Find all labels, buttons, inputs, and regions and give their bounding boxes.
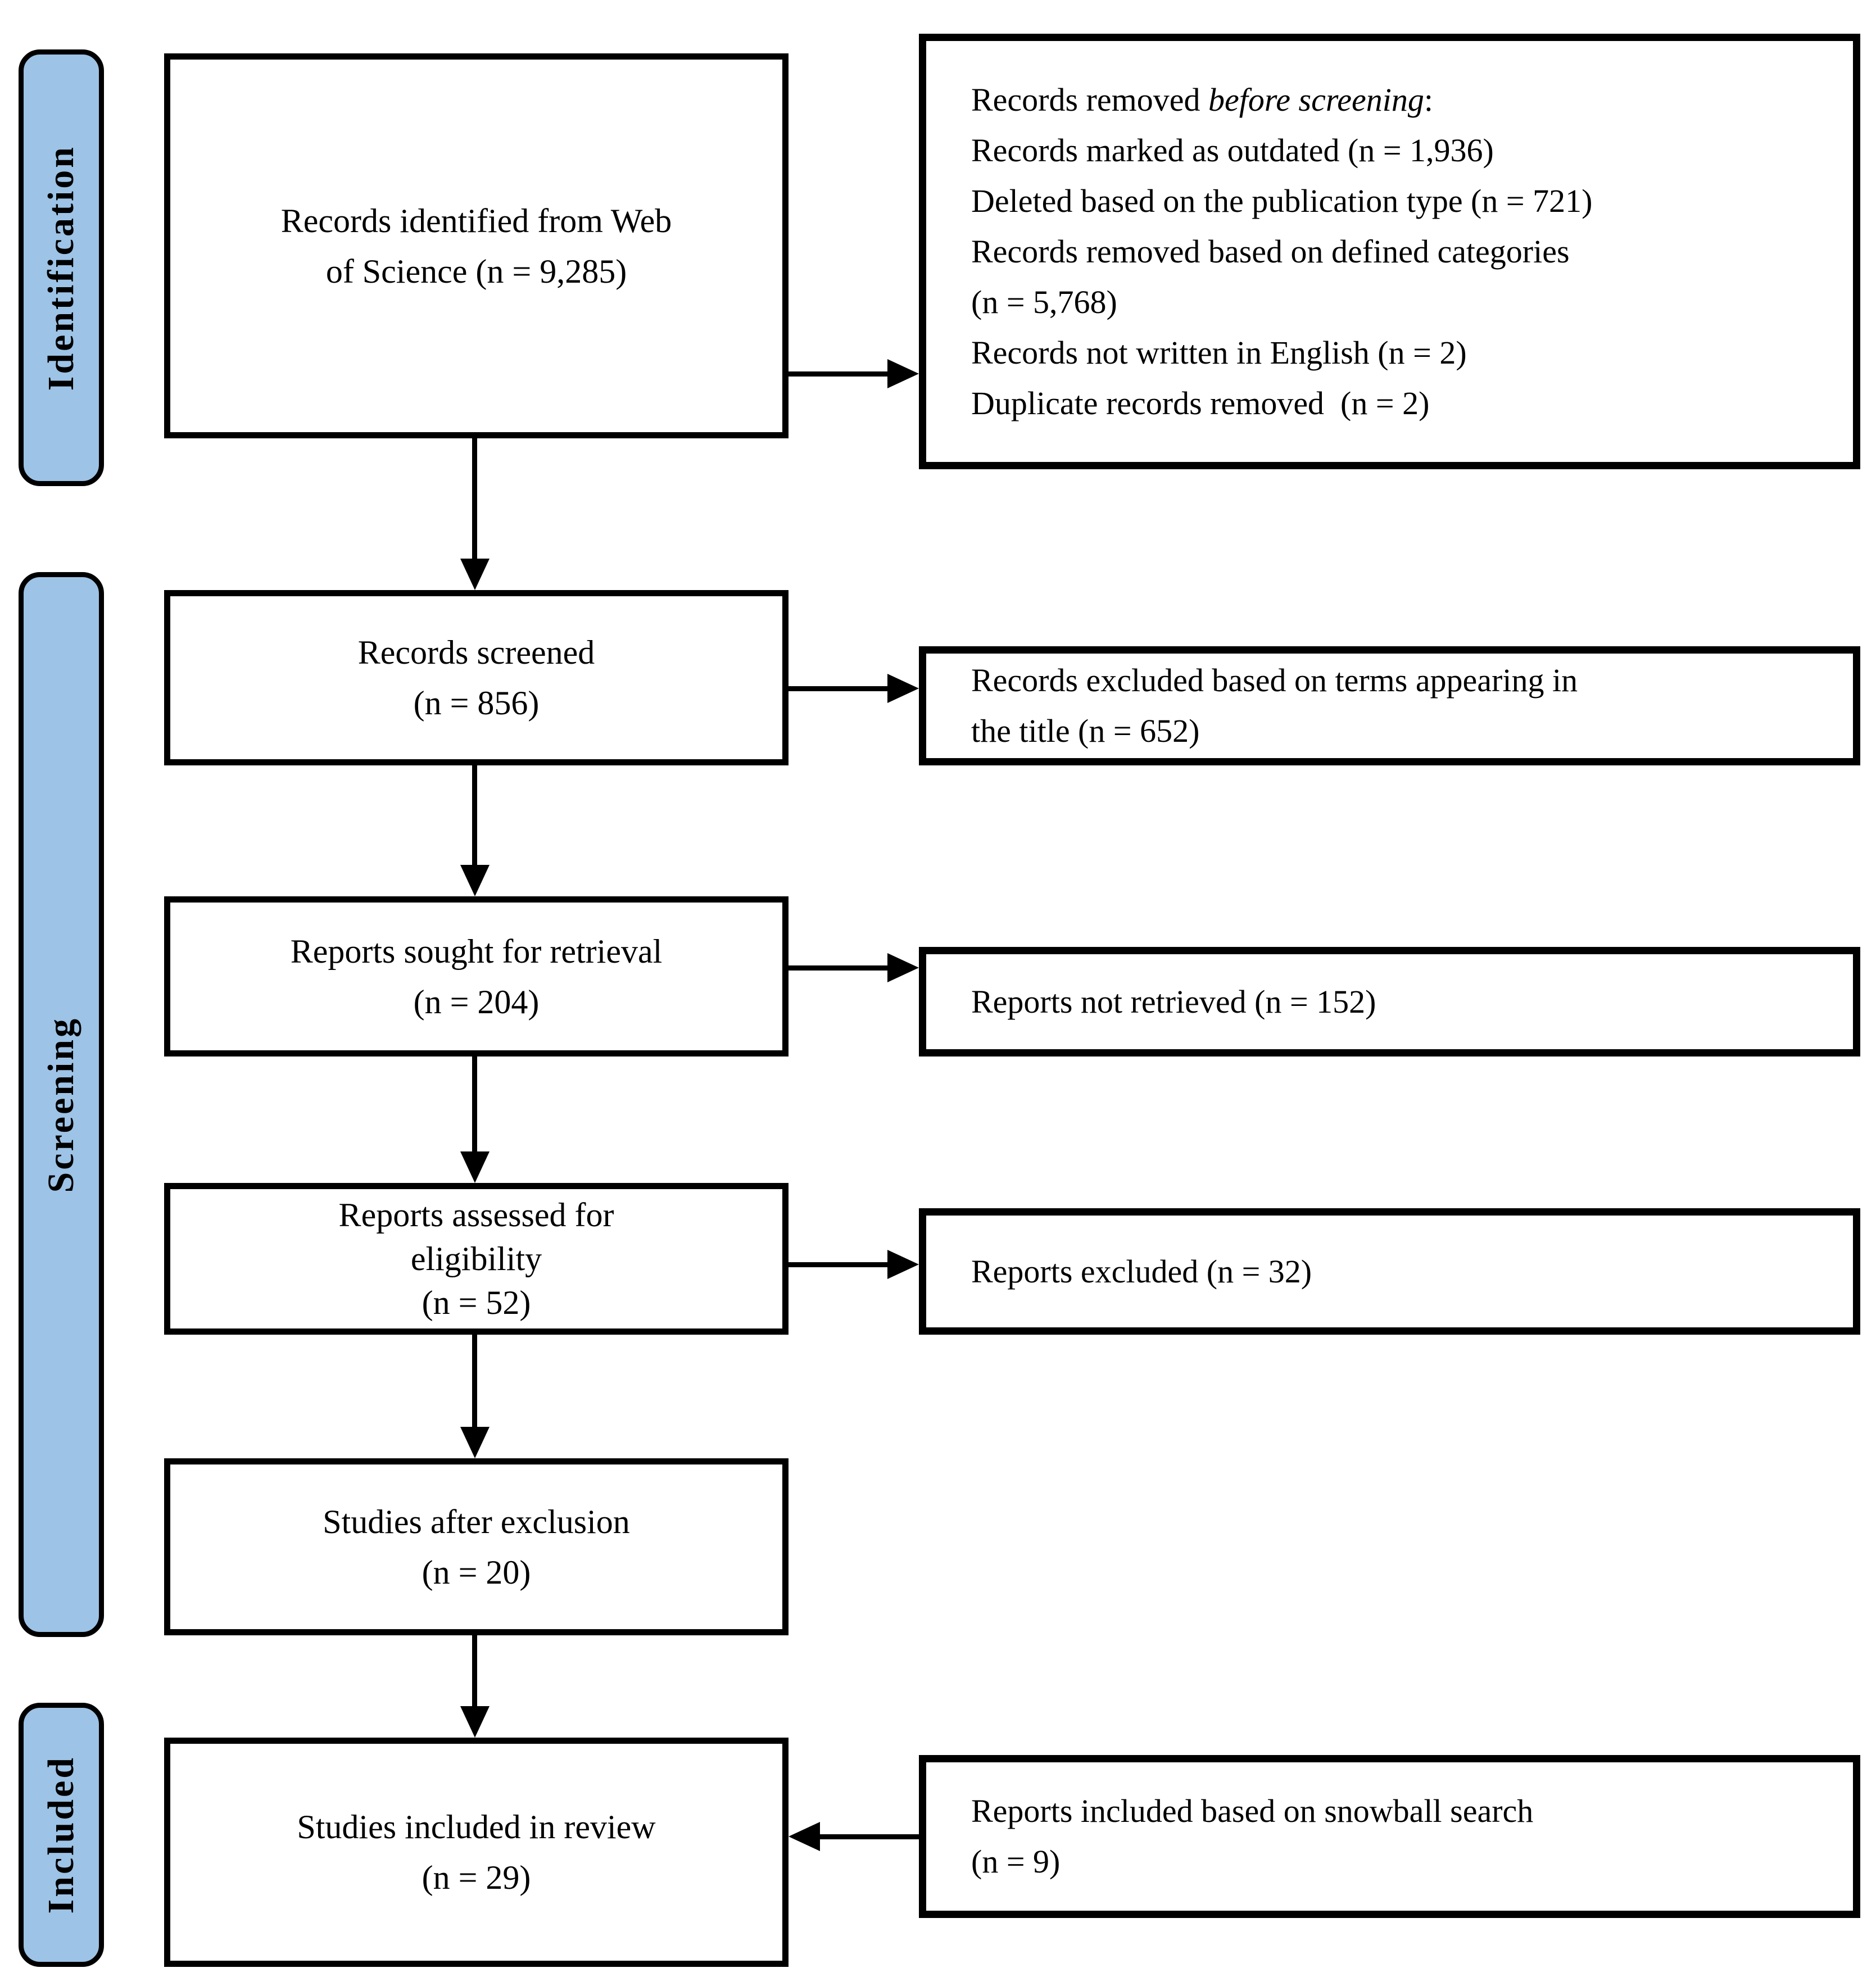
arrow-head-down-icon	[460, 1706, 490, 1738]
arrow-head-right-icon	[887, 359, 919, 388]
arrow-line	[472, 765, 477, 865]
side-box-records-excluded-title: Records excluded based on terms appearin…	[919, 646, 1860, 765]
box-text-line: Records screened	[357, 634, 595, 671]
arrow-head-right-icon	[887, 953, 919, 982]
box-text-line: Records identified from Web	[280, 202, 672, 239]
box-text-line: Studies after exclusion	[323, 1503, 630, 1540]
side-box-text: Records removed	[971, 81, 1208, 118]
stage-bar-screening: Screening	[19, 572, 104, 1637]
box-text-line: (n = 29)	[422, 1859, 531, 1896]
side-box-line: Records marked as outdated (n = 1,936)	[971, 132, 1494, 169]
box-text-line: (n = 20)	[422, 1553, 531, 1591]
arrow-line	[472, 1635, 477, 1706]
side-box-line: (n = 9)	[971, 1843, 1061, 1880]
side-box-reports-not-retrieved: Reports not retrieved (n = 152)	[919, 947, 1860, 1056]
arrow-head-right-icon	[887, 1250, 919, 1279]
arrow-head-right-icon	[887, 674, 919, 703]
box-reports-sought: Reports sought for retrieval (n = 204)	[164, 896, 789, 1056]
side-box-line: Records excluded based on terms appearin…	[971, 662, 1578, 699]
box-text-line: (n = 204)	[413, 983, 540, 1021]
stage-bar-included: Included	[19, 1703, 104, 1967]
stage-label-included: Included	[40, 1756, 81, 1914]
stage-label-identification: Identification	[40, 144, 81, 391]
arrow-line	[472, 1056, 477, 1151]
side-box-reports-excluded: Reports excluded (n = 32)	[919, 1208, 1860, 1335]
box-records-identified: Records identified from Web of Science (…	[164, 53, 789, 438]
box-text-line: Studies included in review	[297, 1808, 656, 1845]
side-box-line: Duplicate records removed (n = 2)	[971, 384, 1430, 421]
side-box-line: Reports included based on snowball searc…	[971, 1793, 1534, 1829]
side-box-italic-text: before screening	[1208, 81, 1424, 118]
side-box-line: Records removed based on defined categor…	[971, 233, 1570, 270]
arrow-line	[789, 965, 887, 971]
stage-bar-identification: Identification	[19, 49, 104, 486]
side-box-text: :	[1424, 81, 1433, 118]
arrow-line	[789, 1262, 887, 1267]
side-box-removed-before-screening: Records removed before screening: Record…	[919, 34, 1860, 469]
stage-label-screening: Screening	[40, 1016, 81, 1193]
box-text-line: (n = 856)	[413, 684, 540, 722]
box-text-line: Reports sought for retrieval	[290, 932, 663, 970]
arrow-line	[472, 1335, 477, 1427]
arrow-head-down-icon	[460, 1151, 490, 1183]
arrow-line	[789, 371, 887, 377]
arrow-head-down-icon	[460, 1427, 490, 1458]
box-records-screened: Records screened (n = 856)	[164, 590, 789, 765]
box-studies-included: Studies included in review (n = 29)	[164, 1738, 789, 1967]
box-reports-assessed: Reports assessed for eligibility (n = 52…	[164, 1183, 789, 1335]
arrow-line	[472, 438, 477, 559]
side-box-line: Deleted based on the publication type (n…	[971, 182, 1593, 219]
arrow-head-down-icon	[460, 559, 490, 590]
side-box-line: (n = 5,768)	[971, 283, 1117, 320]
box-text-line: of Science (n = 9,285)	[325, 252, 627, 290]
box-text-line: (n = 52)	[422, 1284, 531, 1321]
box-text-line: Reports assessed for	[338, 1196, 614, 1234]
arrow-line	[789, 686, 887, 691]
box-text-line: eligibility	[410, 1240, 542, 1277]
side-box-line: Reports not retrieved (n = 152)	[971, 983, 1376, 1020]
side-box-line: Reports excluded (n = 32)	[971, 1253, 1312, 1290]
side-box-line: Records not written in English (n = 2)	[971, 334, 1467, 371]
box-studies-after-exclusion: Studies after exclusion (n = 20)	[164, 1458, 789, 1635]
side-box-line: Records removed before screening:	[971, 75, 1808, 125]
side-box-snowball-search: Reports included based on snowball searc…	[919, 1755, 1860, 1918]
arrow-head-down-icon	[460, 865, 490, 896]
side-box-line: the title (n = 652)	[971, 713, 1200, 749]
arrow-head-left-icon	[789, 1822, 820, 1851]
arrow-line	[820, 1834, 919, 1839]
